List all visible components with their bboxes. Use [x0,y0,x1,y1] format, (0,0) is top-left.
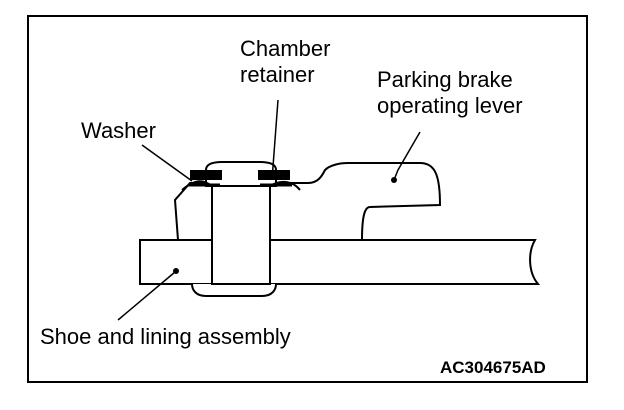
label-shoe-lining: Shoe and lining assembly [40,324,291,349]
leader-washer [141,144,193,182]
leader-parking-brake [393,131,421,181]
washer-right-shape [258,170,290,180]
label-chamber-retainer-line2: retainer [240,62,315,87]
label-parking-brake-line2: operating lever [377,93,523,118]
label-chamber-retainer: Chamber retainer [240,36,330,88]
figure-frame [27,15,588,383]
leader-shoe-lining [117,271,176,321]
label-washer: Washer [81,118,156,143]
pin-shaft-shape [211,184,271,285]
leader-chamber-retainer [271,99,279,181]
label-chamber-retainer-line1: Chamber [240,36,331,61]
figure-code: AC304675AD [440,358,546,377]
pin-bottom-shape [191,283,277,297]
label-parking-brake-line1: Parking brake [377,67,513,92]
shoe-lining-plate-shape [139,239,541,285]
washer-left-shape [190,170,222,180]
label-parking-brake-lever: Parking brake operating lever [377,67,523,119]
